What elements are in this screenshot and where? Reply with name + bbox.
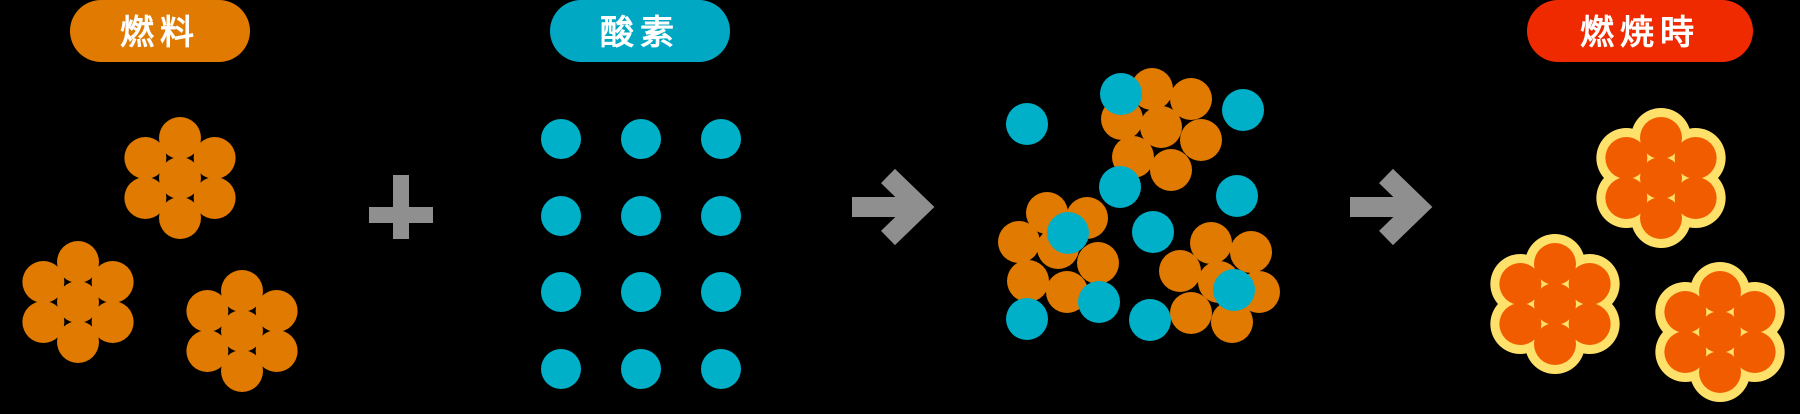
fuel-particle (193, 177, 236, 219)
burning-particle (1568, 303, 1611, 345)
oxygen-label-pill (550, 0, 730, 62)
burning-particle (1733, 331, 1776, 373)
fuel-label: 燃料 (70, 0, 250, 62)
oxygen-label-text: 酸素 (600, 13, 680, 53)
oxygen-particle (1006, 103, 1048, 145)
fuel-particle (1077, 242, 1119, 284)
oxygen-particle (1100, 73, 1142, 115)
burning-particle (1640, 117, 1682, 159)
mixed-particles (998, 68, 1280, 343)
fuel-particle (998, 221, 1040, 263)
burning-particle (1499, 263, 1542, 305)
burning-particle (1733, 291, 1776, 333)
burning-particle (1664, 291, 1707, 333)
oxygen-particle (621, 272, 661, 312)
oxygen-particle (701, 119, 741, 159)
fuel-particle (193, 137, 236, 179)
oxygen-particle (1222, 89, 1264, 131)
burning-particle (1605, 177, 1648, 219)
fuel-particle (1170, 292, 1212, 334)
oxygen-particle (701, 349, 741, 389)
fuel-particle (159, 117, 201, 159)
fuel-particles (22, 117, 298, 392)
oxygen-label: 酸素 (550, 0, 730, 62)
fuel-particle (22, 301, 65, 343)
fuel-particle (1046, 271, 1088, 313)
fuel-particle (57, 321, 99, 363)
fuel-particle (57, 281, 99, 323)
oxygen-particles (541, 119, 741, 389)
oxygen-particle (1129, 299, 1171, 341)
oxygen-particle (701, 196, 741, 236)
burning-particle (1534, 283, 1576, 325)
fuel-particle (1170, 78, 1212, 120)
fuel-label-pill (70, 0, 250, 62)
fuel-particle (1230, 231, 1272, 273)
fuel-particle (255, 330, 298, 372)
fuel-particle (91, 261, 134, 303)
oxygen-particle (621, 119, 661, 159)
burning-particle (1640, 157, 1682, 199)
burning-particle (1674, 137, 1717, 179)
burning-particle (1699, 271, 1741, 313)
fuel-particle (124, 177, 167, 219)
burning-particle (1664, 331, 1707, 373)
oxygen-particle (1132, 211, 1174, 253)
burning-particle (1499, 303, 1542, 345)
burning-particle (1534, 243, 1576, 285)
burning-particle (1699, 311, 1741, 353)
oxygen-particle (541, 119, 581, 159)
fuel-particle (159, 197, 201, 239)
fuel-particle (22, 261, 65, 303)
burning-particle (1674, 177, 1717, 219)
fuel-particle (1190, 222, 1232, 264)
plus-icon (369, 175, 433, 239)
fuel-particle (186, 290, 229, 332)
fuel-particle (159, 157, 201, 199)
oxygen-particle (621, 196, 661, 236)
oxygen-particle (541, 349, 581, 389)
burning-particle (1640, 197, 1682, 239)
fuel-particle (57, 241, 99, 283)
burning-particle (1568, 263, 1611, 305)
fuel-particle (221, 310, 263, 352)
combustion-label-pill (1527, 0, 1753, 62)
burning-particle (1699, 351, 1741, 393)
fuel-particle (1140, 106, 1182, 148)
fuel-particle (1211, 301, 1253, 343)
fuel-particle (1131, 68, 1173, 110)
fuel-particle (1159, 250, 1201, 292)
oxygen-particle (701, 272, 741, 312)
oxygen-particle (621, 349, 661, 389)
oxygen-particle (1078, 281, 1120, 323)
arrow-right-icon (1350, 168, 1433, 246)
fuel-particle (255, 290, 298, 332)
fuel-particle (1180, 119, 1222, 161)
fuel-particle (221, 270, 263, 312)
combustion-label: 燃焼時 (1527, 0, 1753, 62)
fuel-particle (221, 350, 263, 392)
fuel-particle (186, 330, 229, 372)
oxygen-particle (1047, 212, 1089, 254)
fuel-label-text: 燃料 (120, 13, 200, 53)
burning-particle (1605, 137, 1648, 179)
fuel-particle (124, 137, 167, 179)
fuel-particle (1150, 149, 1192, 191)
arrow-right-icon (852, 168, 935, 246)
oxygen-particle (1099, 166, 1141, 208)
fuel-particle (91, 301, 134, 343)
burning-particle (1534, 323, 1576, 365)
combustion-label-text: 燃焼時 (1580, 13, 1700, 53)
burning-particles (1490, 108, 1785, 402)
oxygen-particle (1216, 175, 1258, 217)
oxygen-particle (541, 196, 581, 236)
oxygen-particle (1213, 269, 1255, 311)
oxygen-particle (1006, 298, 1048, 340)
oxygen-particle (541, 272, 581, 312)
fuel-particle (1007, 260, 1049, 302)
